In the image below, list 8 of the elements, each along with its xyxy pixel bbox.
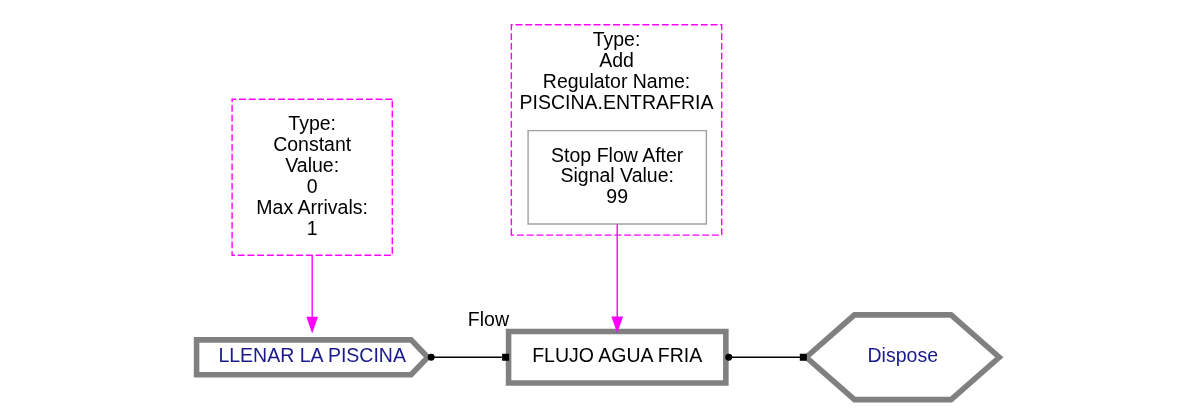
arrow xyxy=(306,254,319,334)
node-label: Flow xyxy=(467,308,509,331)
connector xyxy=(725,353,807,361)
node-box: FLUJO AGUA FRIA xyxy=(505,328,729,386)
node-box: Type: Constant Value: 0 Max Arrivals: 1 xyxy=(231,98,393,256)
connector xyxy=(427,353,510,361)
arrow xyxy=(611,223,624,334)
node-box: Stop Flow After Signal Value: 99 xyxy=(527,129,708,225)
